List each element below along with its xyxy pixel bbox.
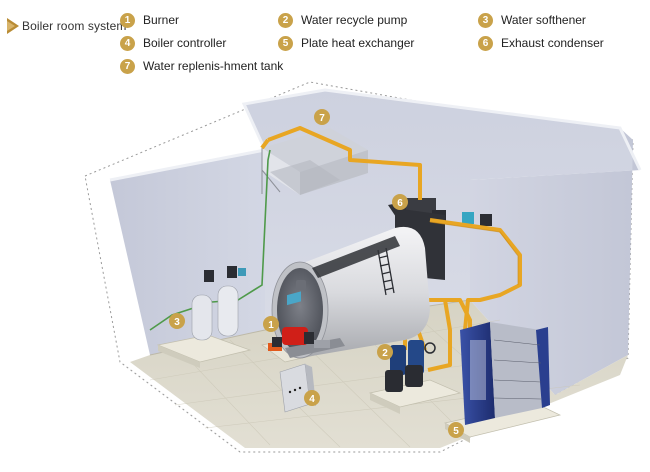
callout-5: 5 (448, 422, 464, 438)
legend-label: Plate heat exchanger (301, 36, 415, 50)
callout-7: 7 (314, 109, 330, 125)
svg-text:5: 5 (453, 426, 459, 437)
plate-heat-exchanger (460, 322, 550, 425)
legend-item-burner: 1 Burner (120, 11, 179, 29)
water-recycle-pump (385, 340, 436, 392)
legend-label: Water replenis-hment tank (143, 59, 284, 73)
callout-4: 4 (304, 390, 320, 406)
callout-6: 6 (392, 194, 408, 210)
legend-label: Boiler controller (143, 36, 227, 50)
legend-label: Water softhener (501, 13, 586, 27)
title-text: Boiler room system (22, 19, 127, 33)
legend-label: Water recycle pump (301, 13, 408, 27)
left-wall (110, 150, 265, 355)
callout-2: 2 (377, 344, 393, 360)
callout-1: 1 (263, 316, 279, 332)
legend-number-badge: 7 (120, 58, 135, 74)
legend-item-exhaust-condenser: 6 Exhaust condenser (478, 34, 604, 52)
legend-item-water-recycle-pump: 2 Water recycle pump (278, 11, 407, 29)
legend-label: Exhaust condenser (501, 36, 604, 50)
water-softener (191, 266, 246, 341)
burner (268, 327, 330, 351)
svg-text:4: 4 (309, 394, 315, 405)
legend-item-water-replenishment-tank: 7 Water replenis-hment tank (120, 57, 283, 75)
svg-text:7: 7 (319, 113, 325, 124)
legend-number-badge: 6 (478, 35, 493, 51)
legend-number-badge: 5 (278, 35, 293, 51)
legend-number-badge: 2 (278, 12, 293, 28)
svg-text:6: 6 (397, 198, 403, 209)
legend-number-badge: 4 (120, 35, 135, 51)
svg-text:3: 3 (174, 317, 180, 328)
svg-text:2: 2 (382, 348, 388, 359)
diagram-title: Boiler room system (6, 14, 127, 38)
callout-3: 3 (169, 313, 185, 329)
legend-number-badge: 1 (120, 12, 135, 28)
svg-text:1: 1 (268, 320, 274, 331)
legend-label: Burner (143, 13, 180, 27)
play-triangle-icon (7, 18, 19, 34)
legend-item-water-softener: 3 Water softhener (478, 11, 586, 29)
legend-item-plate-heat-exchanger: 5 Plate heat exchanger (278, 34, 414, 52)
legend-item-boiler-controller: 4 Boiler controller (120, 34, 226, 52)
legend-number-badge: 3 (478, 12, 493, 28)
water-replenishment-tank (261, 128, 368, 195)
